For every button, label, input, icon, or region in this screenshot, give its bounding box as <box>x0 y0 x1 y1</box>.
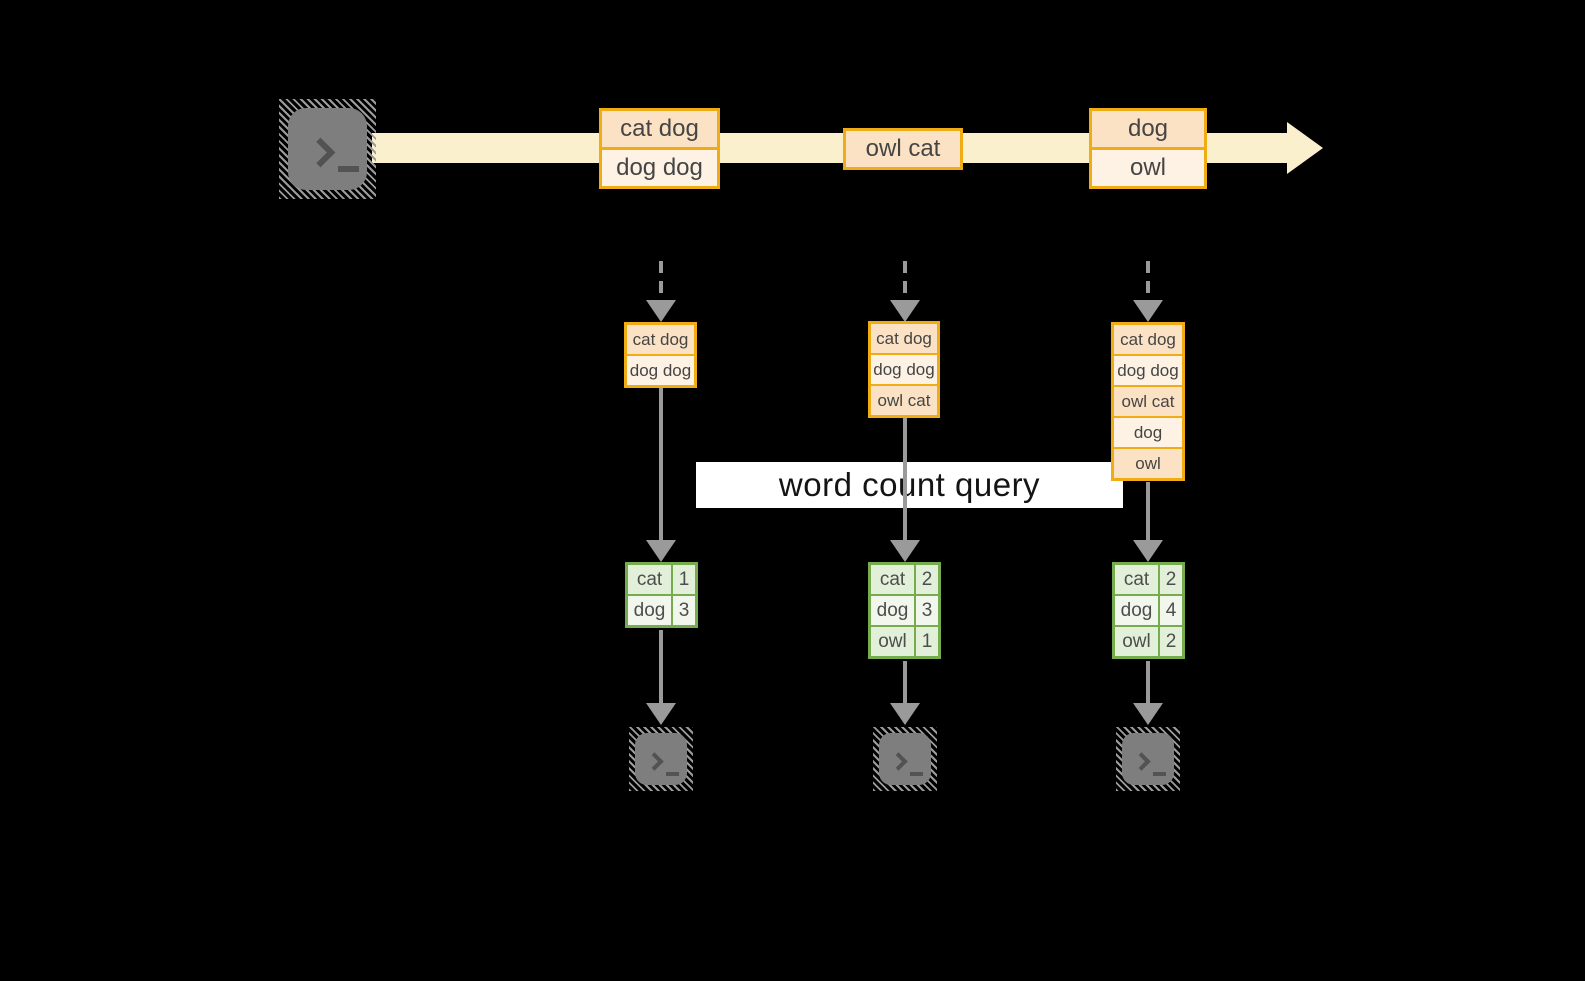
output-arrowhead-icon <box>646 703 676 725</box>
count-cell: 3 <box>916 596 938 625</box>
stack-cell: owl <box>1114 449 1182 478</box>
count-cell: 3 <box>673 596 695 625</box>
count-cell: 2 <box>1160 565 1182 594</box>
prompt-cursor-icon <box>338 166 359 172</box>
stack-cell: dog dog <box>627 356 694 385</box>
stack-cell: dog <box>1114 418 1182 447</box>
prompt-chevron-icon <box>889 752 908 771</box>
query-arrow-line <box>659 387 663 540</box>
dashed-arrowhead-icon <box>646 300 676 322</box>
prompt-cursor-icon <box>666 772 679 776</box>
output-arrow-line <box>903 661 907 703</box>
stack-cell: dog dog <box>871 355 937 384</box>
prompt-chevron-icon <box>305 137 336 168</box>
event-box-3: dog owl <box>1089 108 1207 189</box>
count-table-2: cat 2 dog 3 owl 1 <box>868 562 941 659</box>
output-terminal-icon <box>629 727 693 791</box>
count-table-3: cat 2 dog 4 owl 2 <box>1112 562 1185 659</box>
terminal-screen <box>288 108 367 190</box>
word-cell: owl <box>1115 627 1158 656</box>
buffer-stack-3: cat dog dog dog owl cat dog owl <box>1111 322 1185 481</box>
dashed-arrowhead-icon <box>1133 300 1163 322</box>
count-cell: 1 <box>673 565 695 594</box>
output-arrow-line <box>1146 661 1150 703</box>
query-arrowhead-icon <box>646 540 676 562</box>
query-arrow-line <box>903 417 907 540</box>
buffer-stack-1: cat dog dog dog <box>624 322 697 388</box>
dashed-arrow-line <box>903 261 907 299</box>
event-box-2: owl cat <box>843 128 963 170</box>
word-cell: cat <box>628 565 671 594</box>
count-cell: 2 <box>916 565 938 594</box>
output-arrowhead-icon <box>1133 703 1163 725</box>
event-cell: owl cat <box>846 131 960 167</box>
count-cell: 2 <box>1160 627 1182 656</box>
output-terminal-icon <box>873 727 937 791</box>
terminal-screen <box>1122 733 1174 785</box>
output-arrow-line <box>659 630 663 703</box>
event-cell: dog <box>1092 111 1204 147</box>
stack-cell: owl cat <box>1114 387 1182 416</box>
event-box-1: cat dog dog dog <box>599 108 720 189</box>
stack-cell: cat dog <box>627 325 694 354</box>
event-cell: owl <box>1092 150 1204 186</box>
dashed-arrow-line <box>659 261 663 299</box>
event-cell: dog dog <box>602 150 717 186</box>
stack-cell: dog dog <box>1114 356 1182 385</box>
dashed-arrow-line <box>1146 261 1150 299</box>
stream-arrowhead-icon <box>1287 122 1323 174</box>
count-table-1: cat 1 dog 3 <box>625 562 698 628</box>
output-arrowhead-icon <box>890 703 920 725</box>
word-cell: cat <box>871 565 914 594</box>
stack-cell: cat dog <box>1114 325 1182 354</box>
event-cell: cat dog <box>602 111 717 147</box>
prompt-chevron-icon <box>645 752 664 771</box>
query-arrow-line <box>1146 482 1150 540</box>
count-cell: 1 <box>916 627 938 656</box>
query-arrowhead-icon <box>1133 540 1163 562</box>
prompt-cursor-icon <box>910 772 923 776</box>
word-cell: dog <box>1115 596 1158 625</box>
word-cell: owl <box>871 627 914 656</box>
stack-cell: owl cat <box>871 386 937 415</box>
terminal-screen <box>635 733 687 785</box>
word-cell: dog <box>628 596 671 625</box>
dashed-arrowhead-icon <box>890 300 920 322</box>
stack-cell: cat dog <box>871 324 937 353</box>
word-cell: cat <box>1115 565 1158 594</box>
source-terminal-icon <box>279 99 376 199</box>
count-cell: 4 <box>1160 596 1182 625</box>
terminal-screen <box>879 733 931 785</box>
buffer-stack-2: cat dog dog dog owl cat <box>868 321 940 418</box>
query-arrowhead-icon <box>890 540 920 562</box>
output-terminal-icon <box>1116 727 1180 791</box>
query-label: word count query <box>696 462 1123 508</box>
prompt-cursor-icon <box>1153 772 1166 776</box>
word-cell: dog <box>871 596 914 625</box>
prompt-chevron-icon <box>1132 752 1151 771</box>
